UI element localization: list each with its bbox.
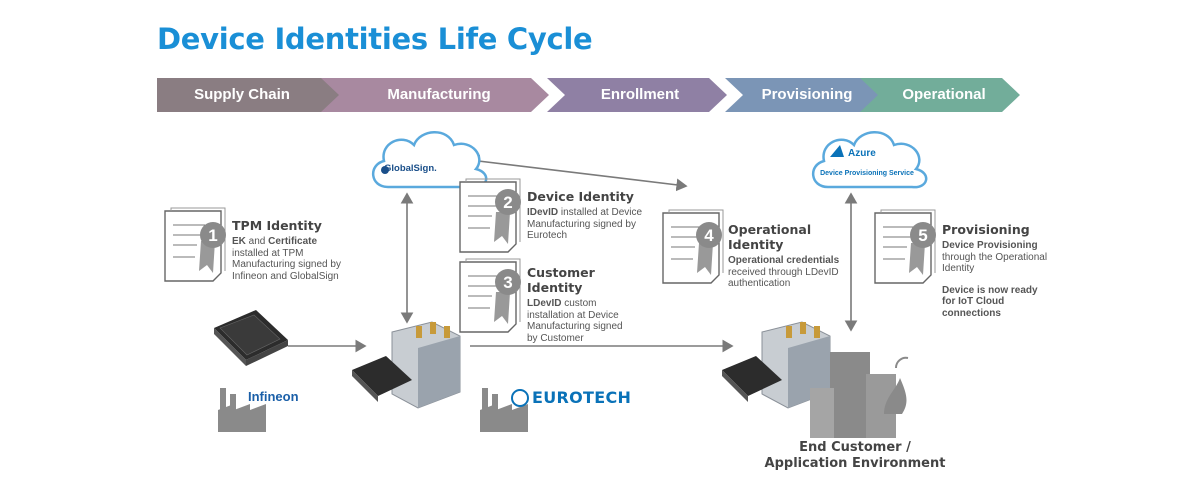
step-number-4: 4 xyxy=(704,226,714,245)
eurotech-logo-icon xyxy=(511,389,529,407)
step-4-text: Operational Identity Operational credent… xyxy=(728,222,848,290)
step-4-emphasis: Operational credentials xyxy=(728,255,840,266)
step-3-heading: Customer Identity xyxy=(527,265,595,295)
infineon-logo: Infineon xyxy=(248,389,299,404)
tpm-chip-icon xyxy=(214,310,288,366)
end-customer-line-1: End Customer / xyxy=(799,440,911,455)
step-1-body: installed at TPM Manufacturing signed by… xyxy=(232,247,341,282)
step-1-emphasis: EK and Certificate xyxy=(232,236,347,248)
azure-logo-icon xyxy=(830,145,844,157)
step-2-idevid: IDevID xyxy=(527,207,559,218)
step-5-text: Provisioning Device Provisioning through… xyxy=(942,222,1052,319)
stage-enrollment: Enrollment xyxy=(600,86,680,103)
eurotech-logo: EUROTECH xyxy=(532,388,632,407)
stage-provisioning: Provisioning xyxy=(761,86,853,103)
azure-label: Azure xyxy=(848,148,876,159)
stage-shape-operational xyxy=(860,78,1020,112)
step-3-body: LDevID custom installation at Device Man… xyxy=(527,298,632,344)
step-3-text: Customer Identity LDevID custom installa… xyxy=(527,265,632,344)
certificate-icon-5 xyxy=(874,209,936,284)
globalsign-label: GlobalSign. xyxy=(384,163,437,174)
globalsign-logo-icon xyxy=(381,166,389,174)
stage-supply-chain: Supply Chain xyxy=(194,86,290,103)
stage-operational: Operational xyxy=(902,86,986,103)
step-1-and: and xyxy=(245,236,269,247)
certificate-icon-1 xyxy=(164,207,226,282)
end-customer-label: End Customer / Application Environment xyxy=(760,440,950,472)
stage-bar-shapes xyxy=(157,78,1020,112)
stage-shape-enrollment xyxy=(547,78,727,112)
stage-manufacturing: Manufacturing xyxy=(387,86,491,103)
step-2-heading: Device Identity xyxy=(527,189,634,204)
stage-shape-supply-chain xyxy=(157,78,341,112)
certificate-icon-4 xyxy=(662,209,724,284)
step-5-heading: Provisioning xyxy=(942,222,1030,237)
step-5-ready-note: Device is now ready for IoT Cloud connec… xyxy=(942,284,1038,319)
azure-sublabel: Device Provisioning Service xyxy=(820,170,914,177)
city-buildings-icon xyxy=(810,352,909,438)
step-3-ldevid: LDevID xyxy=(527,298,562,309)
certificate-icon-2 xyxy=(459,178,521,253)
step-5-emphasis: Device Provisioning xyxy=(942,240,1038,251)
arrow-globalsign-azure xyxy=(468,154,688,192)
step-3-desc: custom installation at Device Manufactur… xyxy=(527,298,623,344)
azure-cloud-icon xyxy=(812,131,928,189)
page-title: Device Identities Life Cycle xyxy=(157,22,593,56)
step-1-certificate: Certificate xyxy=(268,236,318,247)
step-2-text: Device Identity IDevID installed at Devi… xyxy=(527,189,647,242)
step-1-text: TPM Identity EK and Certificate installe… xyxy=(232,218,347,282)
end-customer-line-2: Application Environment xyxy=(764,456,946,471)
certificate-icon-3 xyxy=(459,258,521,333)
eurotech-factory-icon xyxy=(480,388,528,432)
step-4-body: received through LDevID authentication xyxy=(728,266,839,290)
wifi-icon xyxy=(894,356,909,369)
step-number-1: 1 xyxy=(208,226,217,245)
step-number-5: 5 xyxy=(918,226,927,245)
stage-shape-manufacturing xyxy=(321,78,549,112)
step-1-ek: EK xyxy=(232,236,246,247)
step-2-desc: installed at Device Manufacturing signed… xyxy=(527,207,643,241)
stage-shape-provisioning xyxy=(725,78,880,112)
globalsign-cloud-icon xyxy=(372,131,488,189)
eurotech-device-icon xyxy=(352,321,461,409)
stage-bar: Supply Chain Manufacturing Enrollment Pr… xyxy=(157,78,1027,112)
infineon-factory-icon xyxy=(218,388,266,432)
step-1-heading: TPM Identity xyxy=(232,218,322,233)
step-4-heading: Operational Identity xyxy=(728,222,812,252)
step-number-2: 2 xyxy=(503,193,512,212)
step-5-body: through the Operational Identity xyxy=(942,251,1048,275)
step-number-3: 3 xyxy=(503,273,512,292)
step-2-body: IDevID installed at Device Manufacturing… xyxy=(527,207,647,242)
